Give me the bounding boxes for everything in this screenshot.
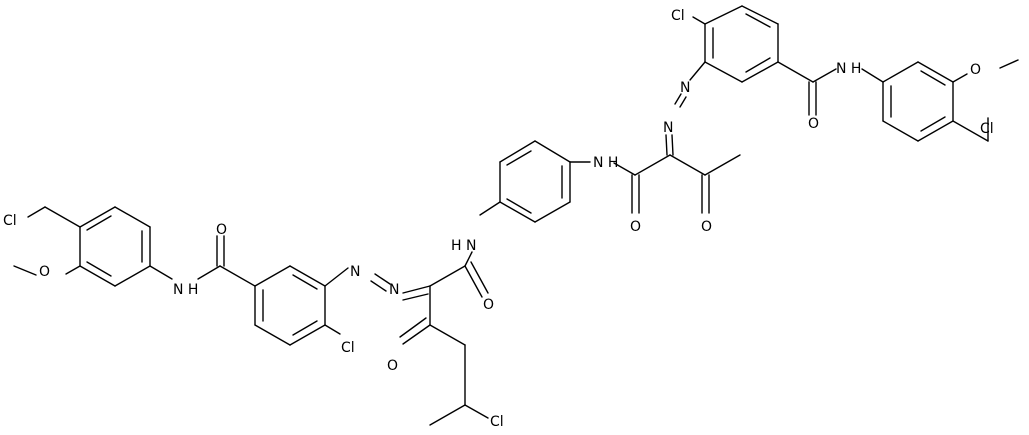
bond-amide-c-cc (429, 265, 466, 287)
label-nh-left-center: H N (451, 238, 476, 254)
label-o-amide-center: O (630, 219, 641, 235)
bond-methoxy-methyl-right (999, 59, 1019, 69)
bond-carbonyl-nh-left (197, 265, 221, 280)
bond-azo-top-2 (679, 96, 687, 108)
bond-amide-nh-center (613, 162, 636, 176)
bond-ketone-ch2 (429, 324, 466, 346)
bond-ring-ch2-right (952, 120, 989, 142)
label-n-azo-bottom-2: N (389, 282, 399, 298)
bond-c-ketone-top (669, 154, 706, 176)
label-o-amide-left-center: O (483, 297, 494, 313)
bond-cl-lower (324, 324, 341, 335)
label-o-methoxy-left: O (39, 264, 50, 280)
bond-amide-c-o-left (464, 265, 483, 298)
bond-nh-ring-left (149, 265, 173, 280)
bond-nh-amide-left (464, 251, 473, 267)
label-cl-chloromethyl-right: Cl (980, 121, 994, 137)
label-cl-lower-ring: Cl (341, 340, 355, 356)
bond-cc-n-bottom-2 (402, 293, 429, 301)
label-nh-center: N H (593, 155, 618, 171)
bond-amide-c-o-left-2 (470, 261, 489, 294)
bond-ring-carbonyl-left (219, 265, 256, 287)
label-o-ketone-bottom: O (387, 358, 398, 374)
bond-n-ring-bottom (324, 267, 349, 287)
bond-azo-bottom-2 (370, 280, 387, 292)
bond-azo-top (674, 93, 682, 105)
bond-carbonyl-nh-top (812, 68, 837, 83)
label-n-azo-top-1: N (680, 80, 690, 96)
ring-right-anisole (882, 61, 954, 142)
ring-left-anisole (79, 206, 151, 287)
label-cl-sidechain: Cl (490, 414, 504, 430)
label-o-amide-top-right: O (808, 116, 819, 132)
bond-ch2-cl-left (27, 206, 46, 218)
bond-ch-methyl (429, 404, 466, 426)
label-n-azo-top-2: N (663, 120, 673, 136)
bond-methoxy-methyl-left (13, 265, 37, 276)
ring-center-phenylene (499, 140, 571, 223)
bond-ring-ch2-left (44, 206, 81, 228)
bond-ketone-methyl (704, 154, 741, 176)
bond-ketone-o-bottom (402, 324, 431, 345)
bond-n-c-top-2 (671, 134, 674, 156)
label-o-ketone-top: O (701, 219, 712, 235)
bond-ring-n-top (689, 61, 706, 81)
label-n-azo-bottom-1: N (350, 264, 360, 280)
bond-ring-nh-left (479, 201, 501, 216)
bond-nh-ring-right (861, 68, 884, 83)
bond-ring-methoxy-right (952, 73, 968, 83)
bond-azo-bottom (374, 273, 391, 285)
label-nh-far-left: N H (173, 282, 198, 298)
ring-lower-chloro (254, 265, 326, 346)
ring-upper-chloro (704, 5, 779, 83)
bond-cl-upper (692, 16, 706, 25)
bond-ch-cl (464, 404, 489, 419)
label-cl-upper-ring: Cl (671, 8, 685, 24)
label-o-amide-far-left: O (216, 222, 227, 238)
bond-ring-carbonyl-top (777, 61, 814, 83)
bond-n-c-top (665, 134, 668, 156)
label-cl-chloromethyl-left: Cl (3, 213, 17, 229)
bond-ketone-o-bottom-2 (399, 317, 427, 338)
bond-ring-methoxy-left (65, 265, 81, 275)
bond-cc-n-bottom (402, 285, 431, 294)
bond-c-amide-top (634, 154, 671, 176)
label-o-methoxy-top-right: O (970, 62, 981, 78)
label-nh-top-right: N H (836, 61, 861, 77)
